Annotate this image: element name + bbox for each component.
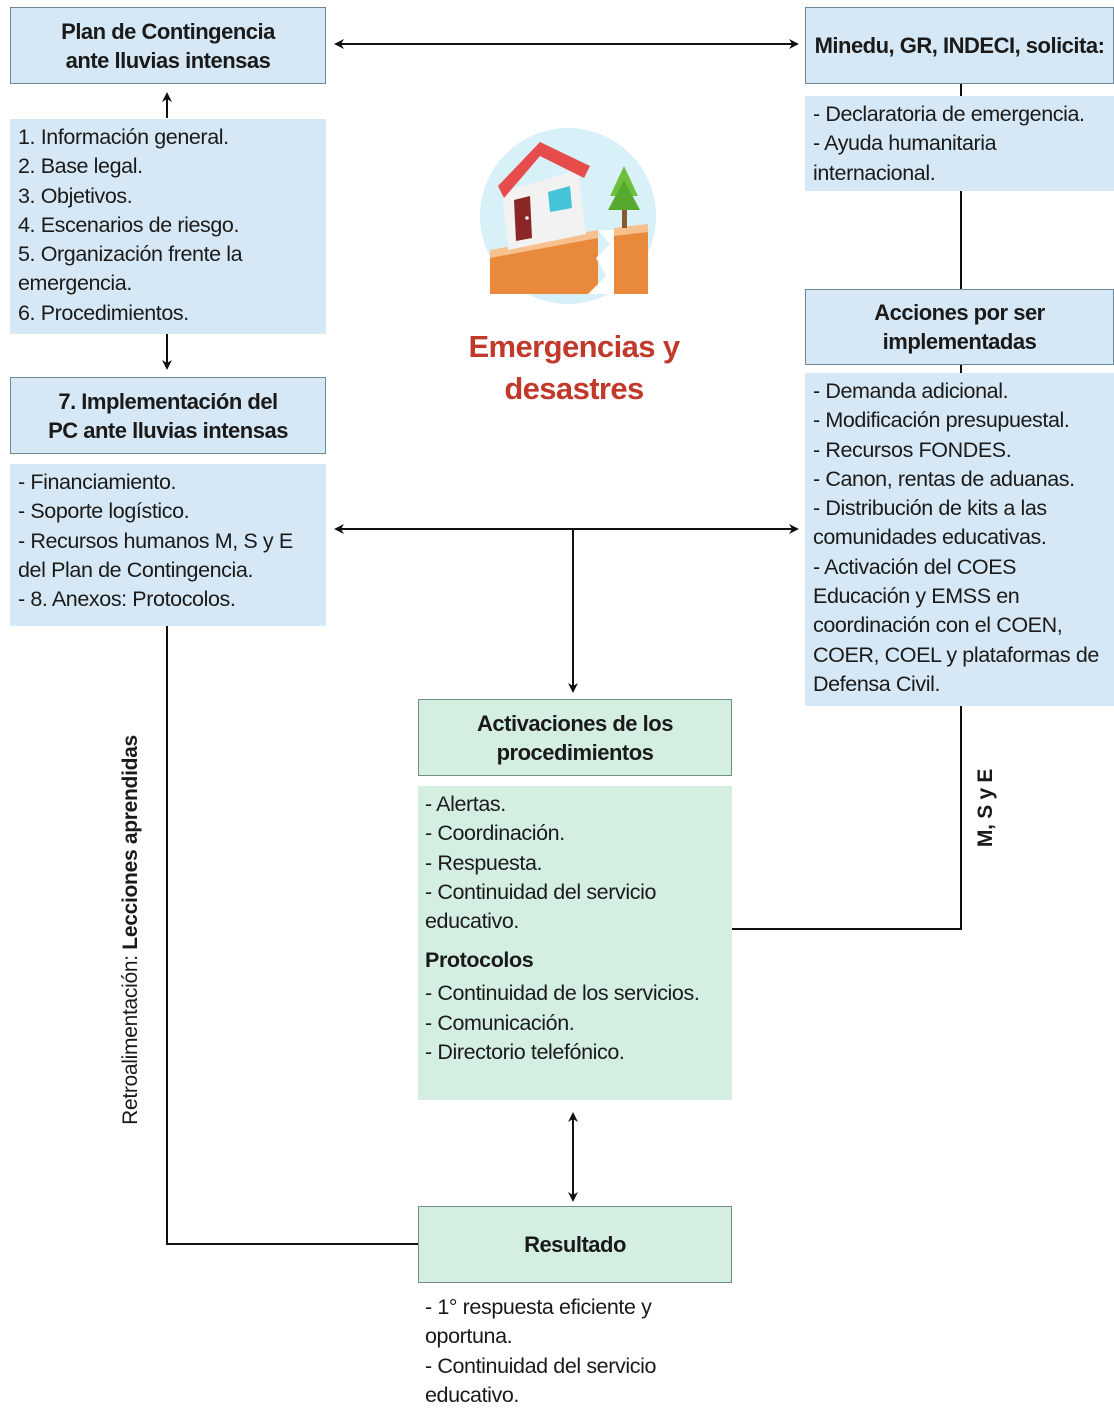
feedback-label-bold: Lecciones aprendidas bbox=[119, 735, 142, 950]
plan-items: 1. Información general. 2. Base legal. 3… bbox=[10, 119, 326, 334]
protocolos-title: Protocolos bbox=[425, 948, 534, 973]
activaciones-items: - Alertas. - Coordinación. - Respuesta. … bbox=[425, 792, 657, 934]
impl-header: 7. Implementación del PC ante lluvias in… bbox=[10, 377, 326, 454]
acciones-header: Acciones por ser implementadas bbox=[805, 289, 1114, 365]
minedu-items: - Declaratoria de emergencia. - Ayuda hu… bbox=[805, 96, 1114, 191]
protocolos-items: - Continuidad de los servicios. - Comuni… bbox=[425, 981, 700, 1065]
impl-items: - Financiamiento. - Soporte logístico. -… bbox=[10, 464, 326, 626]
activaciones-body: - Alertas. - Coordinación. - Respuesta. … bbox=[418, 786, 732, 1100]
plan-header: Plan de Contingencia ante lluvias intens… bbox=[10, 7, 326, 84]
feedback-label-prefix: Retroalimentación: bbox=[119, 949, 142, 1125]
acciones-items: - Demanda adicional. - Modificación pres… bbox=[805, 373, 1114, 706]
resultado-items: - 1° respuesta eficiente y oportuna. - C… bbox=[425, 1295, 657, 1407]
feedback-label: Retroalimentación: Lecciones aprendidas bbox=[119, 728, 147, 1132]
msye-label: M, S y E bbox=[974, 768, 997, 848]
center-title: Emergencias y desastres bbox=[468, 329, 680, 406]
resultado-header: Resultado bbox=[418, 1206, 732, 1283]
line-feedback bbox=[166, 626, 418, 1245]
line-acciones-activaciones bbox=[732, 706, 962, 930]
house-earthquake-icon bbox=[478, 126, 658, 306]
minedu-header: Minedu, GR, INDECI, solicita: bbox=[805, 7, 1114, 84]
activaciones-header: Activaciones de los procedimientos bbox=[418, 699, 732, 776]
